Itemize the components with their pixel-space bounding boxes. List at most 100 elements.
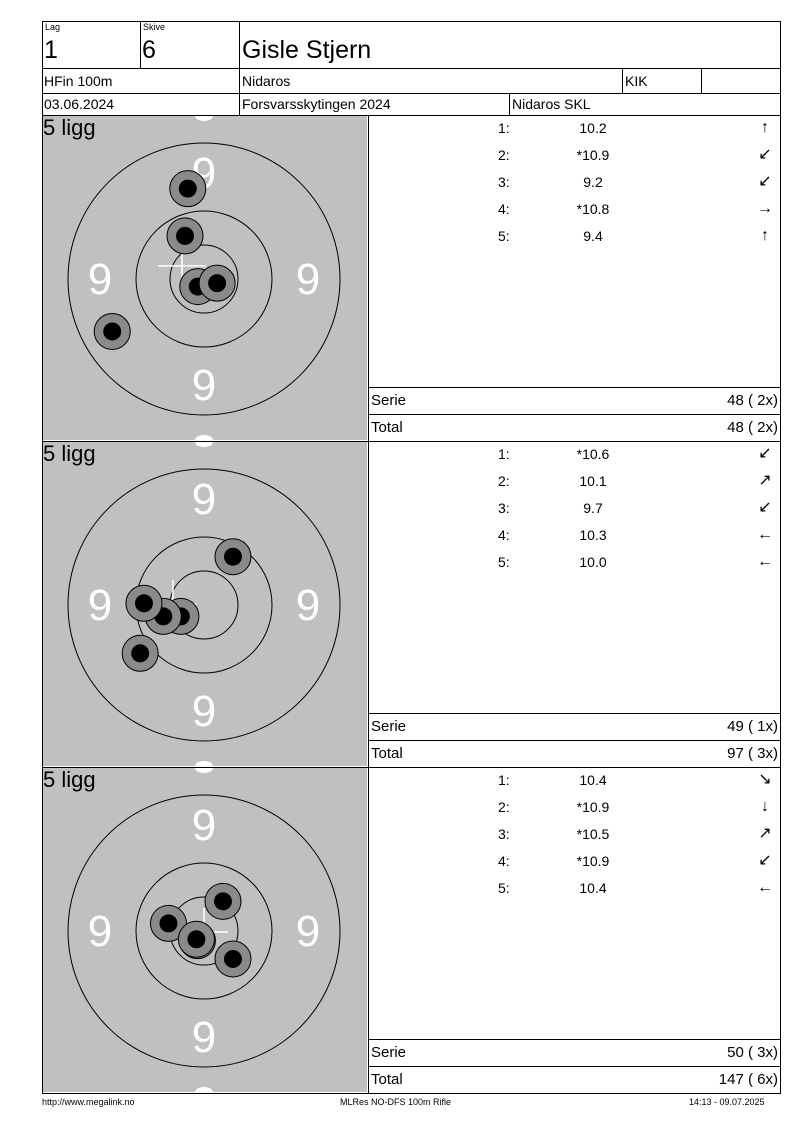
footer-url[interactable]: http://www.megalink.no (42, 1097, 135, 1107)
shot-direction-arrow-icon: ↓ (761, 798, 769, 815)
shot-score: *10.5 (576, 826, 610, 842)
shot-number: 1: (498, 772, 510, 788)
shot-score: *10.9 (576, 853, 610, 869)
shot-score: 10.0 (579, 554, 607, 570)
target-number: 9 (296, 907, 320, 956)
shot-hole (177, 920, 215, 958)
shot-number: 2: (498, 799, 510, 815)
shot-hole (198, 264, 236, 302)
target-notch (195, 116, 213, 121)
target-number: 9 (88, 581, 112, 630)
ring-3 (169, 244, 239, 314)
shot-score: 10.4 (579, 772, 607, 788)
target-notch (195, 1087, 213, 1092)
serie-value: 48 ( 2x) (727, 392, 778, 409)
shot-hole (214, 940, 252, 978)
shot-direction-arrow-icon: ↗ (758, 825, 772, 842)
shot-score: *10.9 (576, 147, 610, 163)
total-value: 147 ( 6x) (718, 1071, 778, 1088)
shot-score: 10.1 (579, 473, 607, 489)
ring-1 (67, 794, 341, 1068)
shot-hole (121, 634, 159, 672)
target-notch (195, 442, 213, 447)
shot-number: 1: (498, 446, 510, 462)
target-background (43, 442, 367, 766)
shot-hole (204, 882, 242, 920)
footer-timestamp: 14:13 - 09.07.2025 (689, 1097, 765, 1107)
shot-number: 1: (498, 120, 510, 136)
target-notch (195, 761, 213, 766)
class-name: HFin 100m (44, 73, 113, 89)
shot-number: 5: (498, 880, 510, 896)
serie-label: Serie (371, 1044, 407, 1061)
ring-2 (135, 210, 273, 348)
lag-label: Lag (45, 22, 61, 32)
target-3: 9 9 9 9 (43, 768, 367, 1092)
event-name: Forsvarsskytingen 2024 (242, 96, 391, 112)
shot-score: *10.6 (576, 446, 610, 462)
serie-label: Serie (371, 718, 407, 735)
target-number: 9 (192, 801, 216, 850)
total-label: Total (371, 419, 403, 436)
target-notch (195, 768, 213, 773)
total-value: 97 ( 3x) (727, 745, 778, 762)
shot-direction-arrow-icon: ↑ (761, 119, 769, 136)
series-position: 5 ligg (43, 115, 96, 140)
serie-value: 50 ( 3x) (727, 1044, 778, 1061)
shot-direction-arrow-icon: ↑ (761, 227, 769, 244)
target-number: 9 (296, 255, 320, 304)
shot-direction-arrow-icon: → (757, 200, 773, 217)
ring-1 (67, 142, 341, 416)
target-2: 9 9 9 9 (43, 442, 367, 766)
shot-direction-arrow-icon: ↘ (758, 771, 772, 788)
shot-hole (166, 217, 204, 255)
total-label: Total (371, 1071, 403, 1088)
series-position: 5 ligg (43, 441, 96, 466)
shot-direction-arrow-icon: ← (757, 526, 773, 543)
shot-number: 2: (498, 473, 510, 489)
shot-direction-arrow-icon: ← (757, 879, 773, 896)
shot-score: 9.2 (583, 174, 603, 190)
shot-number: 3: (498, 826, 510, 842)
shot-number: 5: (498, 554, 510, 570)
shot-score: 10.2 (579, 120, 607, 136)
shot-hole (169, 170, 207, 208)
target-notch (195, 435, 213, 440)
skive-value: 6 (142, 36, 156, 64)
shot-score: *10.8 (576, 201, 610, 217)
shot-score: 9.4 (583, 228, 603, 244)
target-number: 9 (88, 907, 112, 956)
shot-number: 4: (498, 853, 510, 869)
event-date: 03.06.2024 (44, 96, 115, 112)
target-number: 9 (88, 255, 112, 304)
shot-hole (93, 312, 131, 350)
shot-score: 10.3 (579, 527, 607, 543)
shot-number: 4: (498, 201, 510, 217)
target-number: 9 (296, 581, 320, 630)
shot-direction-arrow-icon: ← (757, 553, 773, 570)
target-number: 9 (192, 475, 216, 524)
shot-direction-arrow-icon: ↙ (758, 146, 772, 163)
shot-hole (149, 904, 187, 942)
target-number: 9 (192, 1013, 216, 1062)
organizer: Nidaros SKL (512, 96, 591, 112)
shot-direction-arrow-icon: ↙ (758, 173, 772, 190)
shooter-name: Gisle Stjern (242, 36, 372, 64)
shot-score: *10.9 (576, 799, 610, 815)
footer-software: MLRes NO-DFS 100m Rifle (340, 1097, 452, 1107)
ring-2 (135, 862, 273, 1000)
shot-number: 4: (498, 527, 510, 543)
club-name: Nidaros (242, 73, 291, 89)
total-value: 48 ( 2x) (727, 419, 778, 436)
series-position: 5 ligg (43, 767, 96, 792)
shot-number: 3: (498, 500, 510, 516)
shot-direction-arrow-icon: ↙ (758, 852, 772, 869)
target-number: 9 (192, 687, 216, 736)
total-label: Total (371, 745, 403, 762)
shot-direction-arrow-icon: ↙ (758, 499, 772, 516)
club-short: KIK (625, 73, 648, 89)
shot-number: 5: (498, 228, 510, 244)
shot-number: 3: (498, 174, 510, 190)
shot-score: 10.4 (579, 880, 607, 896)
